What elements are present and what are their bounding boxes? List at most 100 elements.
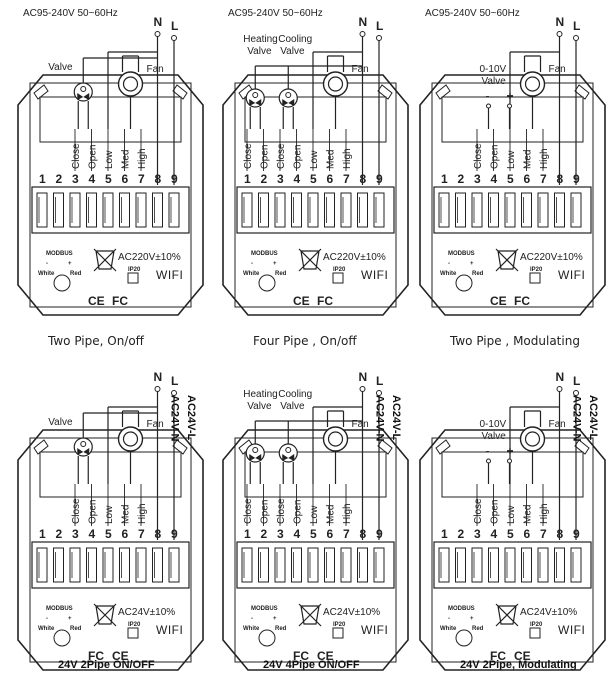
modbus-plus: + [470, 616, 474, 622]
l-label: L [573, 19, 580, 33]
terminal-screw [291, 547, 302, 583]
wifi-label: WIFI [558, 268, 585, 282]
valve-actuator [285, 447, 292, 453]
panel-p6: 123456789CloseOpenLowMedHighNLAC24V-NAC2… [419, 370, 606, 671]
terminal-screw [537, 192, 549, 228]
modbus-plus: + [470, 261, 474, 267]
white-label: White [38, 626, 55, 632]
terminal-screw [274, 547, 286, 583]
wifi-label: WIFI [558, 623, 585, 637]
ip20-icon [332, 272, 344, 284]
panel-p2: 123456789CloseOpenCloseOpenLowMedHighNLA… [222, 8, 409, 348]
l-terminal [171, 35, 177, 41]
wifi-label: WIFI [361, 623, 388, 637]
terminal-label: Med [326, 505, 337, 524]
rs485-connector-icon [53, 629, 71, 647]
ce-mark: CE [317, 649, 334, 663]
terminal-label: Open [88, 500, 99, 524]
modbus-minus: - [448, 616, 450, 622]
terminal-label: Med [121, 150, 132, 169]
fan-hub [524, 431, 541, 447]
l-terminal [573, 35, 579, 41]
terminal-number: 6 [327, 527, 334, 541]
terminal-number: 4 [89, 527, 96, 541]
ip20-label: IP20 [333, 267, 346, 273]
terminal-label: Med [523, 505, 534, 524]
modbus-minus: - [46, 616, 48, 622]
label-window [39, 96, 182, 143]
terminal-screw [86, 192, 97, 228]
fc-mark: FC [112, 294, 128, 308]
heating-label: Heating [243, 389, 277, 400]
panel-caption: Two Pipe, On/off [47, 334, 145, 348]
ce-mark: CE [88, 294, 105, 308]
terminal-number: 5 [507, 527, 514, 541]
terminal-label: Low [506, 150, 517, 169]
terminal-number: 6 [524, 527, 531, 541]
terminal-label: Med [523, 150, 534, 169]
ip20-icon [127, 272, 139, 284]
fan-bracket [121, 55, 140, 72]
ip20-label: IP20 [128, 267, 141, 273]
terminal-number: 4 [89, 172, 96, 186]
terminal-screw [258, 192, 269, 228]
terminal-number: 1 [39, 527, 46, 541]
terminal-screw [274, 192, 286, 228]
terminal-label: Low [309, 150, 320, 169]
fan-hub [122, 431, 139, 447]
supply-label: AC95-240V 50~60Hz [425, 8, 520, 19]
terminal-number: 4 [294, 172, 301, 186]
terminal-screw [86, 547, 97, 583]
valve-actuator [80, 86, 87, 92]
valve-actuator [252, 447, 259, 453]
fan-label: Fan [352, 64, 369, 75]
terminal-label: High [539, 148, 550, 169]
fan-bracket [326, 55, 345, 72]
terminal-label: Open [490, 500, 501, 524]
fan-icon [519, 71, 546, 97]
terminal-screw [53, 547, 64, 583]
terminal-number: 1 [441, 527, 448, 541]
terminal-label: Low [104, 505, 115, 524]
valve-body [77, 448, 90, 455]
terminal-number: 7 [343, 172, 350, 186]
n-label: N [556, 15, 565, 29]
terminal-screw [69, 192, 81, 228]
fan-icon [519, 426, 546, 452]
ip20-icon [127, 627, 139, 639]
modbus-minus: - [46, 261, 48, 267]
terminal-screw [152, 192, 163, 228]
valve-body [77, 93, 90, 100]
terminal-label: Low [104, 150, 115, 169]
terminal-screw [357, 192, 368, 228]
device-inner-frame [431, 82, 594, 308]
terminal-screw [340, 192, 352, 228]
terminal-label: Close [276, 143, 287, 169]
supply-l-label: AC24V-L [587, 395, 599, 441]
terminal-number: 1 [441, 172, 448, 186]
weee-bin-icon [93, 603, 117, 627]
device-inner-frame [234, 437, 397, 663]
white-label: White [243, 271, 260, 277]
mount-clip-right [172, 439, 188, 455]
valve-actuator [252, 92, 259, 98]
terminal-screw [69, 547, 81, 583]
supply-l-label: AC24V-L [185, 395, 197, 441]
valve-minus: - [486, 89, 490, 103]
terminal-label: Low [506, 505, 517, 524]
modbus-label: MODBUS [46, 251, 73, 257]
terminal-screw [53, 192, 64, 228]
modbus-plus: + [68, 616, 72, 622]
fan-hub [327, 431, 344, 447]
terminal-screw [258, 547, 269, 583]
heating-label-2: Valve [247, 46, 272, 57]
terminal-label: High [137, 503, 148, 524]
valve-body [249, 454, 262, 461]
terminal-screw [438, 547, 450, 583]
n-label: N [154, 370, 163, 384]
terminal-screw [537, 547, 549, 583]
weee-bin-icon [495, 603, 519, 627]
panel-caption: 24V 4Pipe ON/OFF [263, 659, 360, 671]
device-inner-frame [29, 82, 192, 308]
ip20-label: IP20 [333, 622, 346, 628]
